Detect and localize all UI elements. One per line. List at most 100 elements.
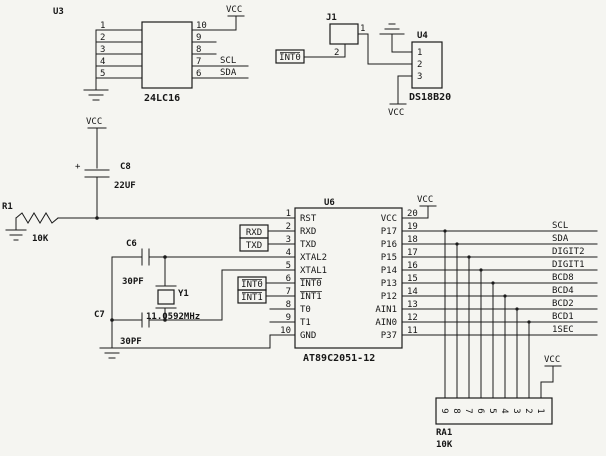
int0-net-label: INT0 (279, 53, 301, 63)
ra1-refdes: RA1 (436, 428, 452, 438)
u3-pin-number: 10 (196, 21, 207, 31)
u3-refdes: U3 (53, 7, 64, 17)
vcc-label: VCC (388, 108, 404, 118)
crystal-circuit: C6 30PF Y1 11.0592MHz C7 30PF (94, 239, 296, 359)
u6-pin-name: P13 (381, 279, 397, 289)
u3-pin-number: 7 (196, 57, 201, 67)
u6-pin-number: 6 (286, 274, 291, 284)
ra1-pin-number: 4 (499, 408, 509, 413)
ra1-pin-number: 1 (535, 408, 545, 413)
ground-symbol (379, 23, 405, 35)
c6-value: 30PF (122, 277, 144, 287)
u6-pin-number: 5 (286, 261, 291, 271)
u6-pin-number: 15 (407, 274, 418, 284)
junction-dot (110, 318, 114, 322)
u4-pin-number: 2 (417, 60, 422, 70)
int1-net-label: INT1 (241, 293, 263, 303)
u3-pin-number: 5 (100, 69, 105, 79)
junction-dot (455, 242, 459, 246)
u6-pin-name: T0 (300, 305, 311, 315)
vcc-symbol: VCC (540, 355, 562, 399)
u3-pin-number: 9 (196, 33, 201, 43)
junction-dot (503, 294, 507, 298)
junction-dot (163, 255, 167, 259)
ra1-pin-number: 8 (451, 408, 461, 413)
ground-symbol (99, 347, 125, 359)
u6-pin-number: 8 (286, 300, 291, 310)
u3-pin-number: 2 (100, 33, 105, 43)
u3-part-number: 24LC16 (144, 93, 180, 104)
vcc-label: VCC (86, 117, 102, 127)
net-label: DIGIT1 (552, 260, 585, 270)
junction-dot (527, 320, 531, 324)
scl-net-label: SCL (220, 56, 236, 66)
u6-pin-number: 10 (280, 326, 291, 336)
u3-pin-number: 1 (100, 21, 105, 31)
wire (357, 33, 369, 65)
u6-pin-name: P12 (381, 292, 397, 302)
u6-body (294, 207, 403, 349)
u3-pin-number: 8 (196, 45, 201, 55)
ra1-pin-number: 5 (487, 408, 497, 413)
right-net-wires: SCL SDA DIGIT2 DIGIT1 BCD8 BCD4 BCD2 BCD… (401, 221, 598, 336)
junction-dot (515, 307, 519, 311)
net-label: 1SEC (552, 325, 574, 335)
net-label: BCD8 (552, 273, 574, 283)
c7-refdes: C7 (94, 310, 105, 320)
u6-part-number: AT89C2051-12 (303, 353, 375, 364)
u6-pin-name: RXD (300, 227, 316, 237)
ra1-pin-number: 3 (511, 408, 521, 413)
u6-pin-name: INT0 (300, 279, 322, 289)
txd-net-label: TXD (246, 241, 262, 251)
c8-value: 22UF (114, 181, 136, 191)
u6-pin-name: P14 (381, 266, 397, 276)
polarity-plus: + (75, 162, 81, 172)
c6-refdes: C6 (126, 239, 137, 249)
vcc-label: VCC (544, 355, 560, 365)
u4-ds18b20: U4 1 2 3 DS18B20 VCC (367, 23, 451, 118)
vcc-symbol: VCC (401, 195, 437, 219)
net-label: SCL (552, 221, 568, 231)
u6-pin-number: 13 (407, 300, 418, 310)
u6-pin-number: 19 (407, 222, 418, 232)
net-label-box (275, 49, 305, 64)
u6-pin-number: 3 (286, 235, 291, 245)
c7-value: 30PF (120, 337, 142, 347)
u6-pin-name: XTAL1 (300, 266, 327, 276)
u6-pin-name: INT1 (300, 292, 322, 302)
ra1-value: 10K (436, 440, 453, 450)
net-label-boxes: RXD TXD INT0 INT1 (237, 224, 296, 304)
u6-pin-number: 2 (286, 222, 291, 232)
u6-pin-name: P37 (381, 331, 397, 341)
u3-pin-number: 3 (100, 45, 105, 55)
j1-body (329, 23, 359, 45)
u6-refdes: U6 (324, 198, 335, 208)
u6-pin-name: P17 (381, 227, 397, 237)
ra1-pin-number: 6 (475, 408, 485, 413)
u6-pin-name: TXD (300, 240, 316, 250)
ra1-pin-number: 9 (439, 408, 449, 413)
r1-refdes: R1 (2, 202, 13, 212)
junction-dot (443, 229, 447, 233)
u6-pin-number: 12 (407, 313, 418, 323)
u6-pin-number: 20 (407, 209, 418, 219)
u6-pin-number: 14 (407, 287, 418, 297)
ground-symbol (5, 229, 27, 241)
j1-jumper: J1 1 2 INT0 (275, 13, 369, 65)
net-label: BCD1 (552, 312, 574, 322)
junction-dot (479, 268, 483, 272)
resistor-zigzag (15, 212, 59, 224)
u6-pin-name: AIN1 (375, 305, 397, 315)
u3-body (141, 21, 193, 89)
wire (111, 334, 271, 349)
u6-pin-number: 9 (286, 313, 291, 323)
u6-pin-name: RST (300, 214, 317, 224)
ra1-pin-number: 2 (523, 408, 533, 413)
u6-pin-name: T1 (300, 318, 311, 328)
u4-pin-number: 1 (417, 48, 422, 58)
r1-resistor: R1 10K (2, 202, 296, 244)
j1-refdes: J1 (326, 13, 337, 23)
u6-pin-name: VCC (381, 214, 397, 224)
junction-dot (491, 281, 495, 285)
